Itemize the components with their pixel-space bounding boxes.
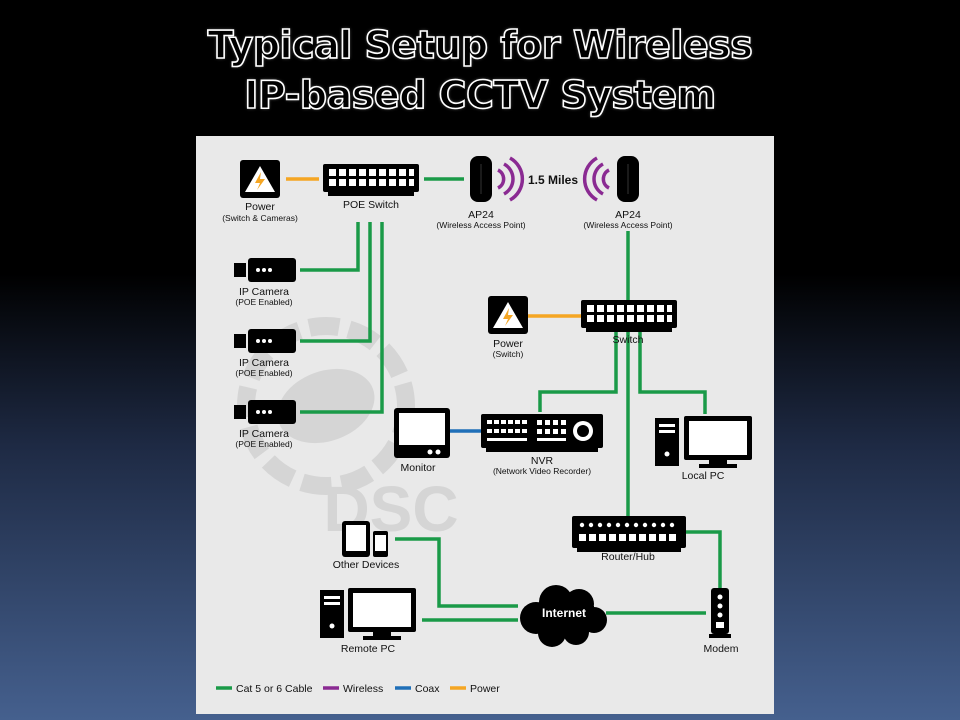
- legend-power: Power: [450, 683, 500, 695]
- ip-camera-1-sub: (POE Enabled): [235, 297, 292, 307]
- camera-icon: [234, 400, 296, 424]
- power-top-label: Power: [245, 201, 275, 213]
- ip-camera-2-label: IP Camera: [239, 357, 289, 369]
- lightning-icon: [240, 160, 280, 198]
- ap24-left-node: AP24 (Wireless Access Point): [436, 156, 526, 230]
- title-line-1: Typical Setup for Wireless: [207, 22, 754, 68]
- internet-label: Internet: [542, 606, 586, 620]
- router-label: Router/Hub: [601, 551, 655, 563]
- wireless-signal-left: [497, 156, 525, 202]
- remote-pc-node: Remote PC: [320, 588, 416, 655]
- nvr-sub: (Network Video Recorder): [493, 466, 591, 476]
- ap24-left-label: AP24: [468, 209, 494, 221]
- power-top-node: Power (Switch & Cameras): [222, 160, 298, 223]
- monitor-label: Monitor: [400, 462, 436, 474]
- distance-label: 1.5 Miles: [528, 173, 578, 187]
- cable-poe-cam2: [300, 222, 372, 343]
- legend-coax: Coax: [395, 683, 440, 695]
- local-pc-node: Local PC: [655, 416, 752, 482]
- switch-node: Switch: [581, 300, 677, 346]
- camera-icon: [234, 329, 296, 353]
- ip-camera-3-node: IP Camera (POE Enabled): [234, 400, 296, 449]
- poe-switch-node: POE Switch: [323, 164, 419, 211]
- power-switch-node: Power (Switch): [488, 296, 528, 359]
- legend-wireless: Wireless: [323, 683, 383, 695]
- wireless-signal-right: [582, 156, 610, 202]
- title-line-2: IP-based CCTV System: [243, 72, 716, 118]
- router-icon: [572, 516, 686, 552]
- ip-camera-3-label: IP Camera: [239, 428, 289, 440]
- ip-camera-2-node: IP Camera (POE Enabled): [234, 329, 296, 378]
- internet-node: Internet: [520, 585, 607, 647]
- power-switch-label: Power: [493, 338, 523, 350]
- nvr-icon: [481, 414, 603, 452]
- nvr-node: NVR (Network Video Recorder): [481, 414, 603, 476]
- other-devices-node: Other Devices: [333, 521, 400, 571]
- dsc-watermark: DSC: [237, 317, 459, 545]
- legend: Cat 5 or 6 Cable Wireless Coax Power: [216, 683, 500, 695]
- ip-camera-3-sub: (POE Enabled): [235, 439, 292, 449]
- modem-node: Modem: [703, 588, 739, 655]
- ip-camera-1-node: IP Camera (POE Enabled): [234, 258, 296, 307]
- cable-router-modem: [686, 530, 722, 588]
- switch-icon: [323, 164, 419, 196]
- ip-camera-1-label: IP Camera: [239, 286, 289, 298]
- power-switch-sub: (Switch): [493, 349, 524, 359]
- monitor-icon: [394, 408, 450, 458]
- nvr-label: NVR: [531, 455, 554, 467]
- remote-pc-label: Remote PC: [341, 643, 396, 655]
- local-pc-label: Local PC: [682, 470, 725, 482]
- modem-label: Modem: [703, 643, 738, 655]
- poe-switch-label: POE Switch: [343, 199, 399, 211]
- tablet-phone-icon: [342, 521, 388, 557]
- legend-cat-cable: Cat 5 or 6 Cable: [216, 683, 313, 695]
- modem-icon: [709, 588, 731, 638]
- other-devices-label: Other Devices: [333, 559, 400, 571]
- pc-icon: [655, 416, 752, 468]
- legend-wireless-label: Wireless: [343, 683, 383, 695]
- switch-label: Switch: [613, 334, 644, 346]
- diagram-panel: DSC 1.5 Miles Power: [196, 136, 774, 714]
- legend-cat-cable-label: Cat 5 or 6 Cable: [236, 683, 313, 695]
- ip-camera-2-sub: (POE Enabled): [235, 368, 292, 378]
- ap24-right-node: AP24 (Wireless Access Point): [583, 156, 673, 230]
- legend-coax-label: Coax: [415, 683, 440, 695]
- cable-poe-cam1: [300, 222, 360, 272]
- network-diagram: DSC 1.5 Miles Power: [216, 156, 752, 695]
- access-point-icon: [470, 156, 492, 202]
- monitor-node: Monitor: [394, 408, 450, 474]
- legend-power-label: Power: [470, 683, 500, 695]
- cable-poe-cam3: [300, 222, 384, 414]
- cloud-icon: [520, 585, 607, 647]
- camera-icon: [234, 258, 296, 282]
- ap24-left-sub: (Wireless Access Point): [436, 220, 525, 230]
- pc-icon: [320, 588, 416, 640]
- cable-switch-localpc: [638, 332, 707, 414]
- switch-icon: [581, 300, 677, 332]
- router-node: Router/Hub: [572, 516, 686, 563]
- power-top-sub: (Switch & Cameras): [222, 213, 298, 223]
- cable-switch-nvr: [538, 332, 618, 412]
- access-point-icon: [617, 156, 639, 202]
- lightning-icon: [488, 296, 528, 334]
- ap24-right-label: AP24: [615, 209, 641, 221]
- ap24-right-sub: (Wireless Access Point): [583, 220, 672, 230]
- cable-other-internet: [395, 537, 518, 608]
- connections: [286, 177, 722, 622]
